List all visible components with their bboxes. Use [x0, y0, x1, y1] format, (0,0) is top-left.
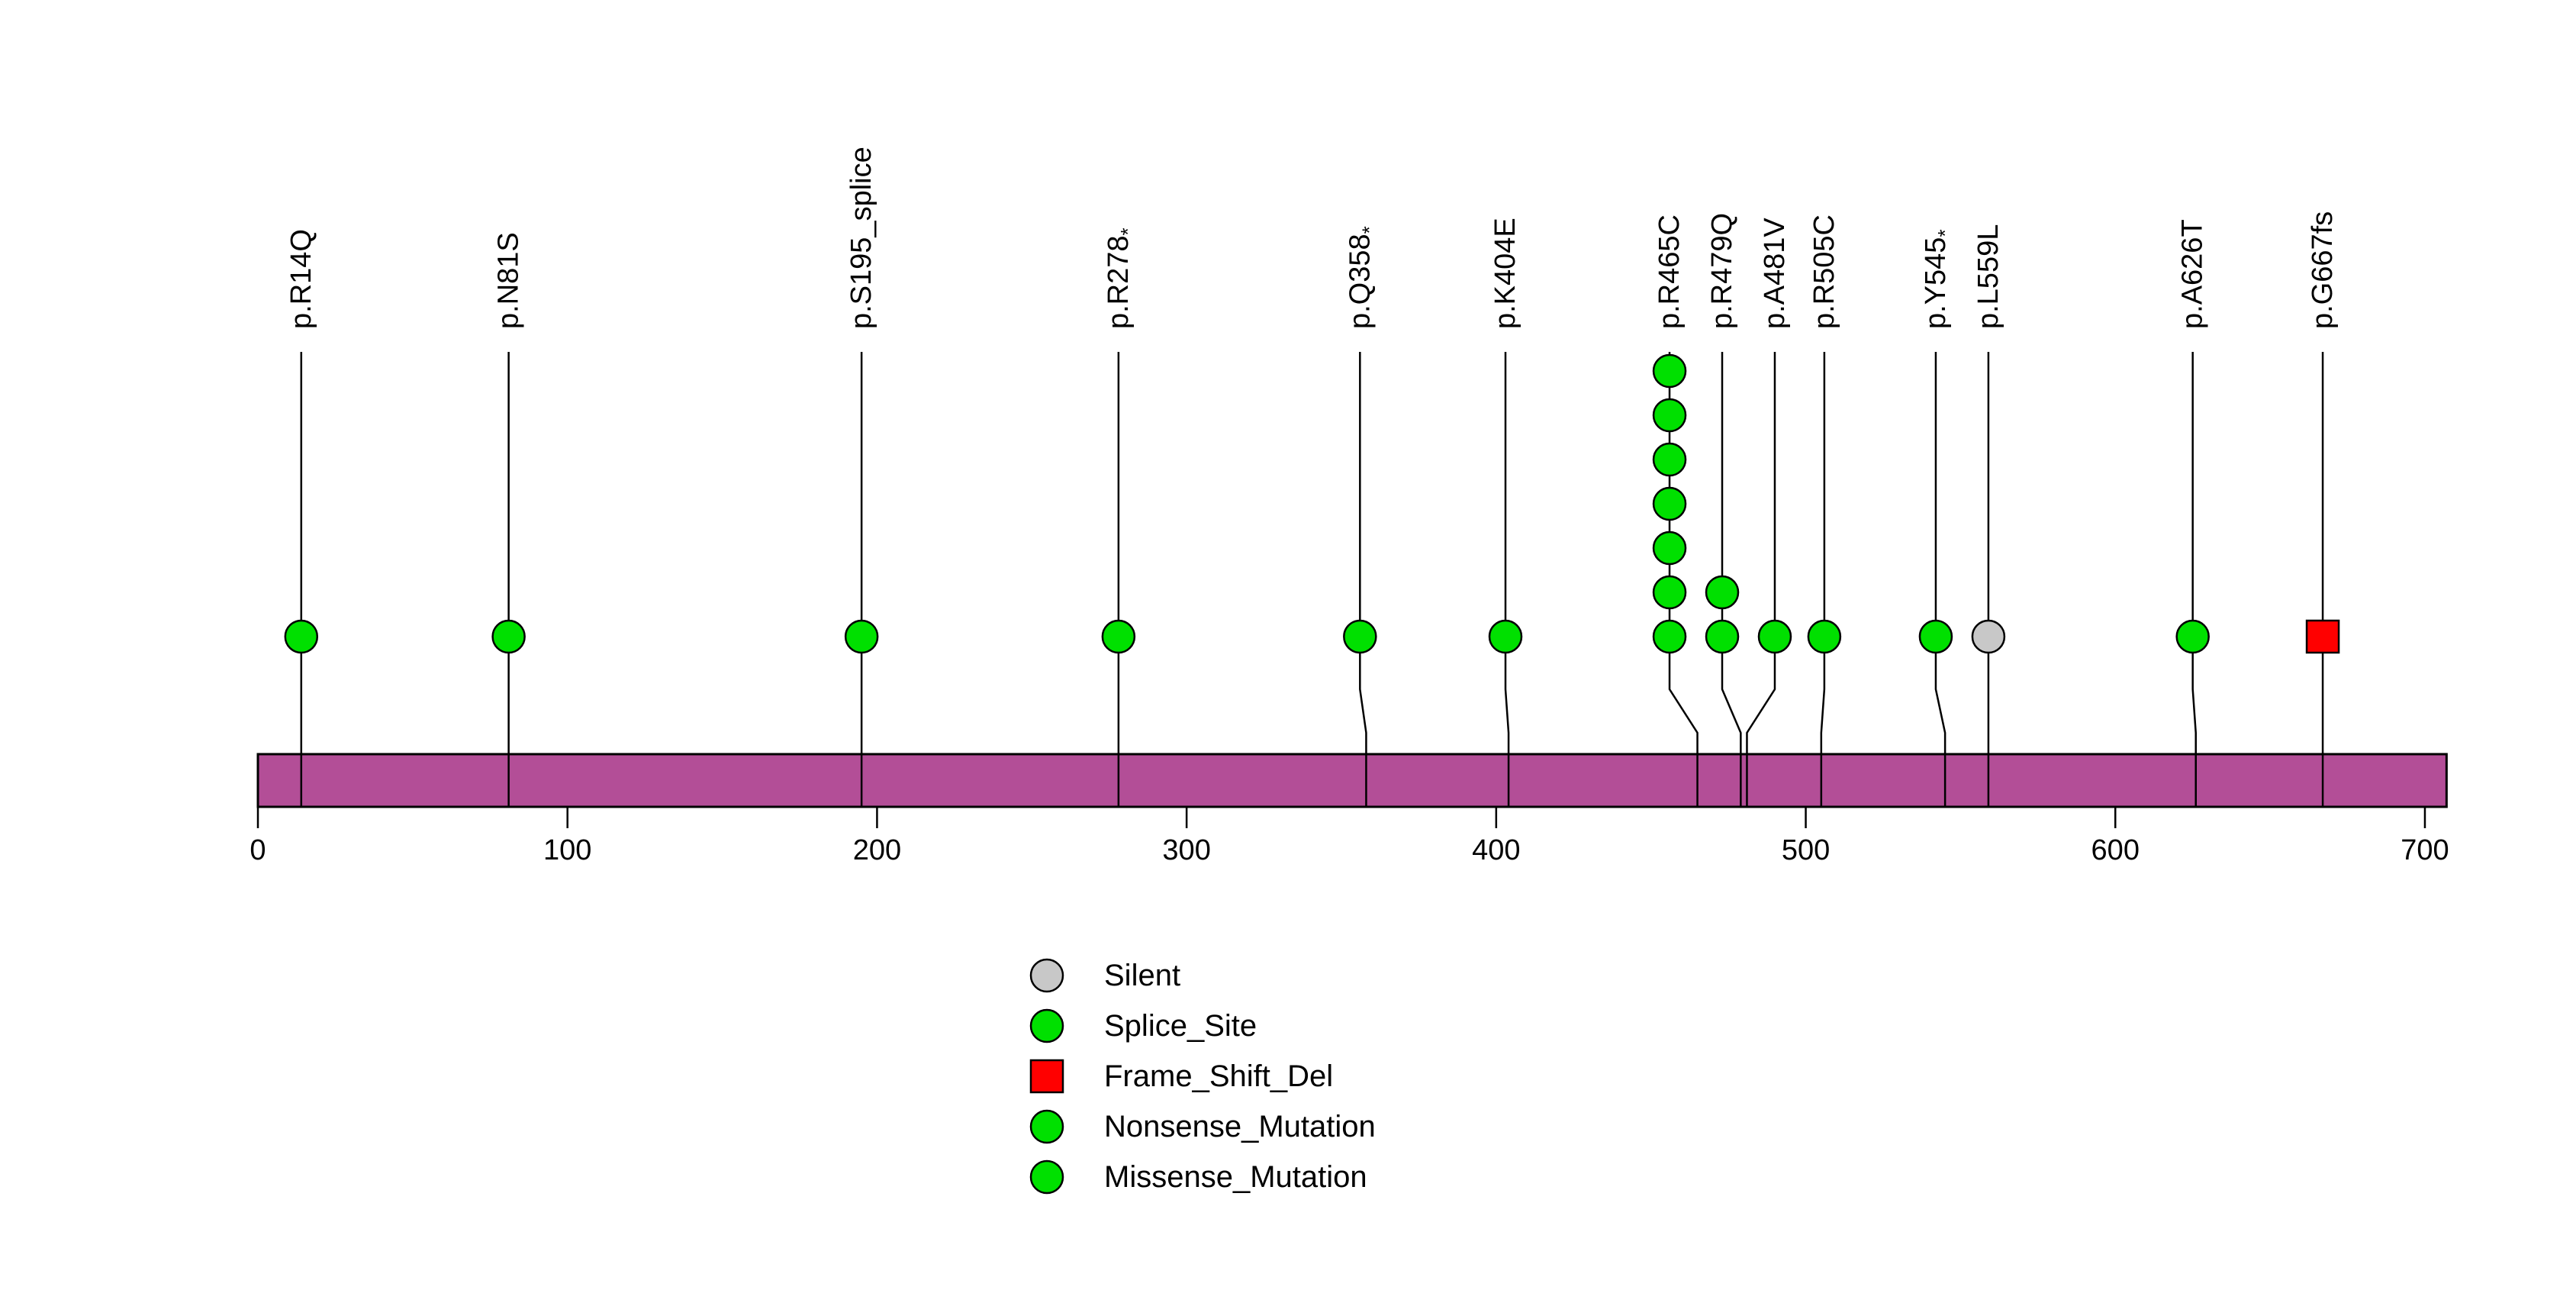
- x-axis: 0 100 200 300 400 500 600 700: [250, 807, 2449, 866]
- mutation-marker-circle: [1705, 619, 1740, 654]
- lollipop-stem: [1934, 352, 1946, 807]
- x-axis-tick-label: 700: [2401, 834, 2449, 866]
- mutation-marker-circle: [1807, 619, 1842, 654]
- mutation-marker-circle: [2175, 619, 2210, 654]
- mutation-marker-circle: [1652, 619, 1687, 654]
- legend-marker-circle: [1029, 958, 1064, 993]
- x-axis-tick-label: 300: [1162, 834, 1210, 866]
- lollipop-p.R465C: p.R465C: [1652, 214, 1699, 807]
- legend-marker-square: [1029, 1059, 1064, 1094]
- legend-item-Nonsense_Mutation: Nonsense_Mutation: [1029, 1109, 1376, 1144]
- legend-item-Silent: Silent: [1029, 958, 1180, 993]
- mutation-marker-circle: [491, 619, 526, 654]
- mutation-marker-circle: [1652, 353, 1687, 389]
- mutation-marker-circle: [1343, 619, 1377, 654]
- x-axis-tick-label: 200: [853, 834, 901, 866]
- legend-item-Missense_Mutation: Missense_Mutation: [1029, 1159, 1367, 1195]
- mutation-label: p.A626T: [2177, 219, 2209, 329]
- mutation-label: p.R14Q: [285, 229, 317, 329]
- legend-marker-circle: [1029, 1008, 1064, 1043]
- lollipop-stem: [1721, 352, 1742, 807]
- x-axis-tick-label: 0: [250, 834, 266, 866]
- mutation-marker-circle: [1652, 486, 1687, 521]
- legend-label: Frame_Shift_Del: [1104, 1059, 1333, 1093]
- mutation-label: p.Y545*: [1920, 229, 1956, 329]
- mutation-label: p.G667fs: [2307, 211, 2339, 329]
- legend-item-Frame_Shift_Del: Frame_Shift_Del: [1029, 1059, 1333, 1094]
- x-axis-tick-label: 600: [2091, 834, 2140, 866]
- mutation-marker-circle: [1757, 619, 1792, 654]
- lollipop-p.S195_splice: p.S195_splice: [844, 147, 879, 807]
- lollipop-p.R14Q: p.R14Q: [284, 229, 319, 807]
- mutation-marker-circle: [844, 619, 879, 654]
- legend-label: Missense_Mutation: [1104, 1160, 1367, 1194]
- mutation-marker-circle: [1488, 619, 1523, 654]
- x-axis-tick-label: 400: [1472, 834, 1520, 866]
- legend-item-Splice_Site: Splice_Site: [1029, 1008, 1257, 1043]
- x-axis-tick-label: 100: [543, 834, 591, 866]
- mutation-marker-circle: [1652, 575, 1687, 610]
- legend-label: Splice_Site: [1104, 1009, 1257, 1043]
- lollipop-p.L559L: p.L559L: [1971, 224, 2006, 807]
- lollipop-p.R505C: p.R505C: [1807, 214, 1842, 807]
- mutation-marker-circle: [1918, 619, 1953, 654]
- lollipop-p.Q358*: p.Q358*: [1343, 226, 1380, 807]
- x-axis-tick-label: 500: [1782, 834, 1830, 866]
- mutation-marker-square: [2305, 619, 2340, 654]
- mutation-marker-circle: [1101, 619, 1136, 654]
- lollipop-stem: [1746, 352, 1776, 807]
- mutation-label: p.S195_splice: [845, 147, 877, 329]
- lollipop-p.R278*: p.R278*: [1101, 227, 1139, 807]
- mutation-label: p.R278*: [1103, 227, 1139, 329]
- lollipop-stem: [1820, 352, 1826, 807]
- mutation-label: p.R505C: [1808, 214, 1840, 329]
- mutation-label: p.A481V: [1759, 218, 1791, 329]
- mutation-label: p.K404E: [1489, 218, 1521, 329]
- mutation-marker-circle: [1971, 619, 2006, 654]
- legend-label: Silent: [1104, 959, 1180, 992]
- mutation-marker-circle: [1705, 575, 1740, 610]
- lollipop-p.G667fs: p.G667fs: [2305, 211, 2340, 807]
- lollipop-p.N81S: p.N81S: [491, 232, 526, 807]
- mutation-marker-circle: [1652, 442, 1687, 477]
- mutation-label: p.Q358*: [1344, 226, 1380, 329]
- lollipop-p.A481V: p.A481V: [1746, 218, 1792, 807]
- mutation-marker-circle: [284, 619, 319, 654]
- mutation-marker-circle: [1652, 531, 1687, 566]
- lollipop-p.Y545*: p.Y545*: [1918, 229, 1956, 807]
- mutation-label: p.R479Q: [1706, 213, 1738, 329]
- legend: SilentSplice_SiteFrame_Shift_DelNonsense…: [1029, 958, 1376, 1195]
- lollipop-stem: [1504, 352, 1510, 807]
- mutation-marker-circle: [1652, 398, 1687, 433]
- lollipop-p.R479Q: p.R479Q: [1705, 213, 1742, 807]
- mutation-label: p.L559L: [1972, 224, 2004, 329]
- lollipop-p.K404E: p.K404E: [1488, 218, 1523, 807]
- legend-label: Nonsense_Mutation: [1104, 1110, 1376, 1143]
- lollipop-stem: [2191, 352, 2197, 807]
- mutation-label: p.R465C: [1653, 214, 1686, 329]
- mutation-label: p.N81S: [493, 232, 525, 329]
- protein-domain-bar: [256, 753, 2448, 808]
- legend-marker-circle: [1029, 1109, 1064, 1144]
- legend-marker-circle: [1029, 1159, 1064, 1195]
- lollipop-stem: [1359, 352, 1367, 807]
- lollipop-p.A626T: p.A626T: [2175, 219, 2210, 807]
